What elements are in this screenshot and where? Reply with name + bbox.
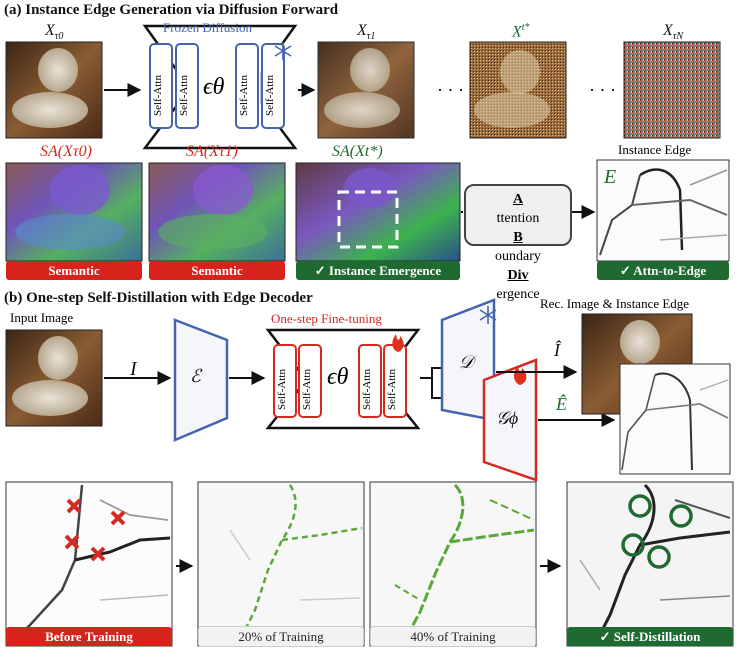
circle-marks (621, 494, 693, 569)
edge-symbol: E (604, 166, 617, 188)
panel-before-training (5, 481, 173, 647)
image-input (5, 329, 103, 427)
self-attn-b4: Self-Attn (386, 369, 398, 410)
frozen-diffusion-unet (142, 24, 298, 150)
snowflake-icon-b (479, 306, 497, 324)
label-sa-tau0: SA(Xτ0) (40, 143, 92, 160)
badge-semantic-1: Semantic (6, 261, 142, 280)
badge-instance-emergence: ✓ Instance Emergence (296, 261, 460, 280)
symbol-g-phi: 𝒢ϕ (496, 408, 519, 428)
image-sa-tau1 (148, 162, 286, 262)
image-x-tauN (623, 41, 721, 139)
label-sa-tau1: SA(Xτ1) (186, 143, 238, 160)
symbol-encoder: ℰ (190, 366, 201, 386)
image-sa-tau0 (5, 162, 143, 262)
cross-marks (64, 498, 126, 562)
image-sa-tstar (295, 162, 461, 262)
symbol-i-hat: Î (554, 340, 560, 360)
label-x-tau1: Xτ1 (357, 22, 376, 43)
image-x-tau1 (317, 41, 415, 139)
badge-40-training: 40% of Training (370, 626, 536, 647)
one-step-label: One-step Fine-tuning (271, 311, 382, 326)
self-attn-a1: Self-Attn (152, 75, 164, 116)
label-x-tau0: Xτ0 (45, 22, 64, 43)
rec-image-label: Rec. Image & Instance Edge (540, 296, 690, 311)
section-b-title: (b) One-step Self-Distillation with Edge… (4, 290, 313, 306)
fire-icon-unet (392, 334, 404, 352)
badge-attn-to-edge: ✓ Attn-to-Edge (597, 261, 729, 280)
image-x-tstar (469, 41, 567, 139)
self-attn-b2: Self-Attn (301, 369, 313, 410)
label-x-tauN: XτN (663, 22, 684, 43)
ellipsis-1: · · · (437, 80, 464, 100)
self-attn-a2: Self-Attn (178, 75, 190, 116)
image-x-tau0 (5, 41, 103, 139)
badge-before-training: Before Training (6, 627, 172, 646)
label-x-tstar: Xt* (512, 22, 530, 41)
input-image-label: Input Image (10, 310, 74, 325)
finetune-unet (265, 328, 421, 430)
eps-theta-a: ϵθ (203, 74, 225, 100)
badge-self-distillation: ✓ Self-Distillation (567, 627, 733, 646)
symbol-e-hat: Ê (556, 394, 567, 414)
fire-icon-gphi (513, 366, 527, 385)
self-attn-b3: Self-Attn (361, 369, 373, 410)
eps-theta-b: ϵθ (327, 364, 349, 390)
instance-edge-label: Instance Edge (618, 142, 692, 157)
panel-40-training (369, 481, 537, 647)
section-a-title: (a) Instance Edge Generation via Diffusi… (4, 2, 339, 18)
image-predicted-edge (619, 363, 731, 475)
image-instance-edge (596, 159, 730, 262)
symbol-i: I (130, 358, 137, 380)
panel-20-training (197, 481, 365, 647)
edge-decoder-block (482, 358, 538, 482)
ellipsis-2: · · · (589, 80, 616, 100)
self-attn-a4: Self-Attn (264, 75, 276, 116)
frozen-diffusion-label: Frozen Diffusion (163, 20, 252, 35)
dashed-region-box (337, 190, 399, 249)
panel-self-distillation (566, 481, 734, 647)
encoder-block (173, 318, 229, 442)
self-attn-a3: Self-Attn (238, 75, 250, 116)
self-attn-b1: Self-Attn (276, 369, 288, 410)
symbol-decoder: 𝒟 (459, 352, 474, 372)
badge-20-training: 20% of Training (198, 626, 364, 647)
arrow-unet-to-decoder (420, 367, 442, 379)
badge-semantic-2: Semantic (149, 261, 285, 280)
snowflake-icon-a (274, 42, 292, 60)
label-sa-tstar: SA(Xt*) (332, 143, 383, 160)
